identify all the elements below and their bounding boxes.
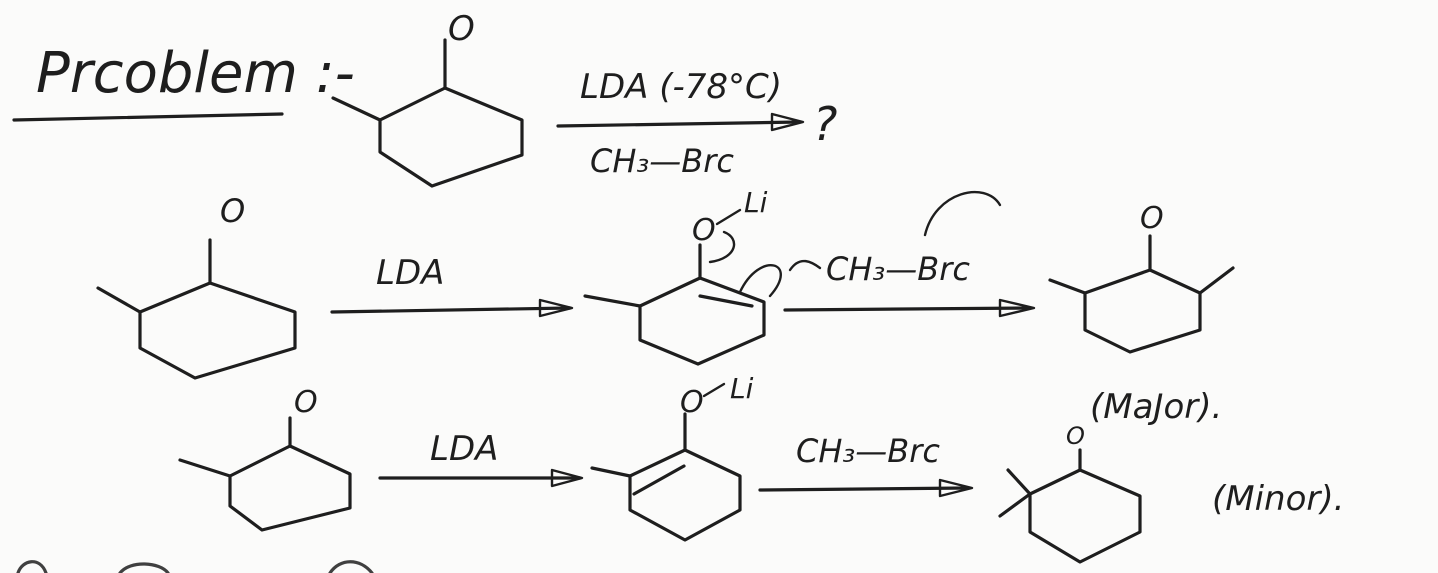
cutoff-ink-stroke — [118, 562, 170, 573]
row1-ketone-structure: O — [96, 192, 297, 380]
row1-second-arrow-head — [998, 298, 1036, 318]
minor-product-oxygen: O — [1066, 422, 1085, 450]
row2-enolate-oxygen: O — [680, 385, 704, 420]
row1-alkylating-agent: CH₃—Brc — [826, 250, 970, 288]
row2-enolate-structure: O Li — [590, 372, 754, 542]
minor-product-structure: O — [998, 422, 1142, 564]
reagent-lda-cold: LDA (-78°C) — [580, 67, 782, 107]
curved-arrow-oxygen — [708, 230, 736, 264]
row2-ketone-oxygen: O — [294, 385, 318, 420]
row2-reagent-lda: LDA — [430, 429, 498, 469]
starting-ketone-oxygen: O — [448, 9, 475, 49]
row2-second-arrow — [758, 486, 970, 492]
major-label: (MaJor). — [1090, 387, 1222, 427]
row2-arrow-head — [550, 468, 584, 488]
major-product-structure: O — [1048, 201, 1235, 354]
row1-second-arrow — [783, 306, 1032, 312]
row2-second-arrow-head — [938, 478, 974, 498]
heading-underline — [12, 112, 284, 122]
major-product-oxygen: O — [1140, 201, 1164, 236]
unknown-product: ? — [813, 97, 837, 151]
problem-arrow — [556, 120, 802, 128]
problem-arrow-head — [770, 112, 805, 132]
row1-enolate-structure: O Li — [583, 186, 768, 366]
cutoff-ink-stroke — [328, 560, 374, 573]
reagent-methyl-bromide: CH₃—Brc — [590, 142, 734, 180]
curved-arrow-bromide — [923, 190, 1002, 237]
row1-reagent-lda: LDA — [376, 253, 444, 293]
row1-arrow — [330, 306, 572, 314]
row1-ketone-oxygen: O — [220, 192, 245, 230]
row2-ketone-structure: O — [178, 385, 352, 532]
minor-label: (Minor). — [1212, 479, 1344, 519]
row1-enolate-lithium: Li — [744, 186, 768, 219]
curved-arrow-to-methyl — [788, 259, 822, 272]
cutoff-ink-stroke — [16, 560, 48, 573]
curved-arrow-enolate — [738, 264, 782, 298]
row1-arrow-head — [538, 298, 574, 318]
row1-enolate-oxygen: O — [692, 213, 716, 248]
row2-alkylating-agent: CH₃—Brc — [796, 432, 940, 470]
problem-heading: Prcoblem :- — [36, 41, 355, 106]
row2-enolate-lithium: Li — [730, 372, 754, 405]
starting-ketone-structure: O — [331, 9, 524, 188]
